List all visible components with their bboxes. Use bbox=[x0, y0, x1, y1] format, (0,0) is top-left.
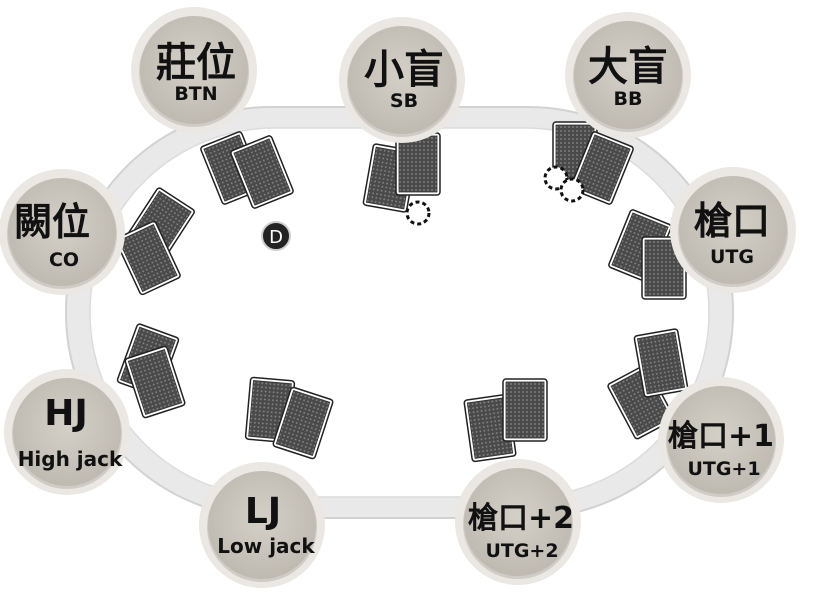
seat-hj: HJ High jack bbox=[4, 369, 130, 495]
seat-utg2: 槍口+2 UTG+2 bbox=[455, 459, 581, 585]
seat-utg-name: 槍口 bbox=[694, 199, 770, 243]
seat-sb-sub: SB bbox=[390, 90, 418, 112]
hole-card-utg1 bbox=[633, 328, 689, 398]
seat-btn-sub: BTN bbox=[174, 83, 217, 105]
seat-co: 闕位 CO bbox=[0, 169, 125, 295]
seat-hj-name: HJ bbox=[44, 393, 88, 434]
dealer-button: D bbox=[261, 221, 291, 251]
hole-card-utg1 bbox=[607, 364, 675, 440]
hole-card-co bbox=[115, 220, 181, 296]
seat-btn-name: 莊位 bbox=[156, 40, 236, 86]
hole-card-sb bbox=[395, 132, 441, 196]
poker-table bbox=[65, 106, 734, 519]
seat-hj-sub: High jack bbox=[18, 447, 123, 471]
hole-card-utg bbox=[641, 236, 687, 300]
seat-sb: 小盲 SB bbox=[339, 17, 465, 143]
seat-utg1-sub: UTG+1 bbox=[687, 458, 760, 480]
hole-cards bbox=[115, 121, 689, 463]
seat-utg: 槍口 UTG bbox=[670, 167, 796, 293]
small-blind-chip bbox=[405, 200, 431, 226]
big-blind-chips bbox=[543, 165, 585, 203]
hole-card-lj bbox=[272, 386, 334, 460]
dealer-button-label: D bbox=[269, 227, 283, 248]
seat-sb-name: 小盲 bbox=[364, 47, 444, 93]
seat-btn: 莊位 BTN bbox=[131, 7, 257, 133]
hole-card-btn bbox=[230, 135, 294, 209]
seat-bb-name: 大盲 bbox=[588, 44, 668, 90]
hole-card-hj bbox=[124, 345, 186, 419]
seat-co-name: 闕位 bbox=[14, 200, 90, 244]
seat-bb: 大盲 BB bbox=[565, 12, 691, 138]
seat-lj: LJ Low jack bbox=[199, 462, 325, 588]
seat-bb-sub: BB bbox=[614, 88, 643, 110]
seat-utg-sub: UTG bbox=[710, 246, 754, 268]
seat-lj-sub: Low jack bbox=[217, 534, 315, 558]
seat-utg2-name: 槍口+2 bbox=[468, 501, 574, 536]
seat-co-sub: CO bbox=[49, 249, 79, 271]
hole-card-utg2 bbox=[502, 378, 548, 442]
hole-card-bb bbox=[570, 131, 634, 205]
seat-utg2-sub: UTG+2 bbox=[485, 540, 558, 562]
seat-utg1-name: 槍口+1 bbox=[668, 419, 774, 454]
seat-lj-name: LJ bbox=[245, 491, 281, 532]
seat-utg1: 槍口+1 UTG+1 bbox=[658, 377, 784, 503]
